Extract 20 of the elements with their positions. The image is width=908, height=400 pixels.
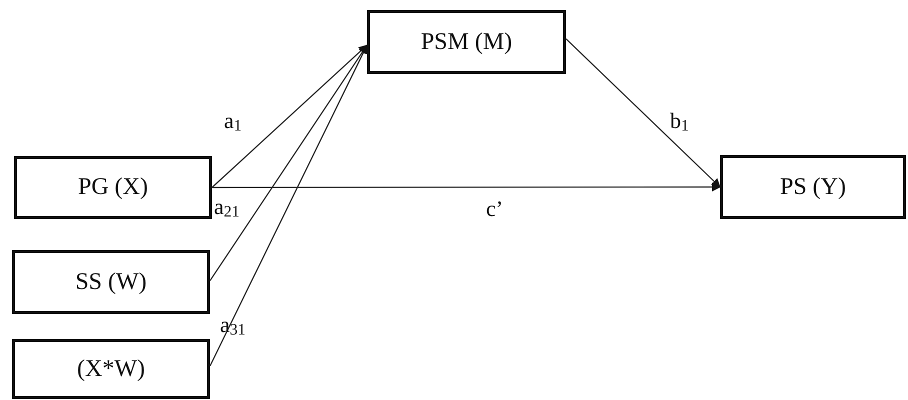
edge-label: a$_{31}$ [220, 312, 246, 340]
variable-name: SS (W) [75, 268, 147, 296]
variable-box [720, 155, 906, 219]
arrow [212, 182, 721, 192]
variable-name: PSM (M) [420, 28, 512, 56]
arrow [566, 38, 721, 188]
variable-box [12, 339, 210, 399]
arrow [210, 44, 368, 282]
variable-box [14, 156, 212, 219]
variable-box [12, 250, 210, 314]
edge-label: c’ [486, 196, 504, 222]
edge-label: b$_{1}$ [670, 108, 689, 136]
variable-box [367, 10, 566, 74]
variable-name: (X*W) [77, 356, 145, 382]
edge-label: a$_{1}$ [224, 108, 242, 136]
variable-name: PG (X) [78, 174, 148, 201]
variable-name: PS (Y) [780, 174, 846, 200]
edge-label: a$_{21}$ [214, 194, 240, 222]
arrow [212, 44, 368, 188]
arrow [209, 44, 368, 366]
